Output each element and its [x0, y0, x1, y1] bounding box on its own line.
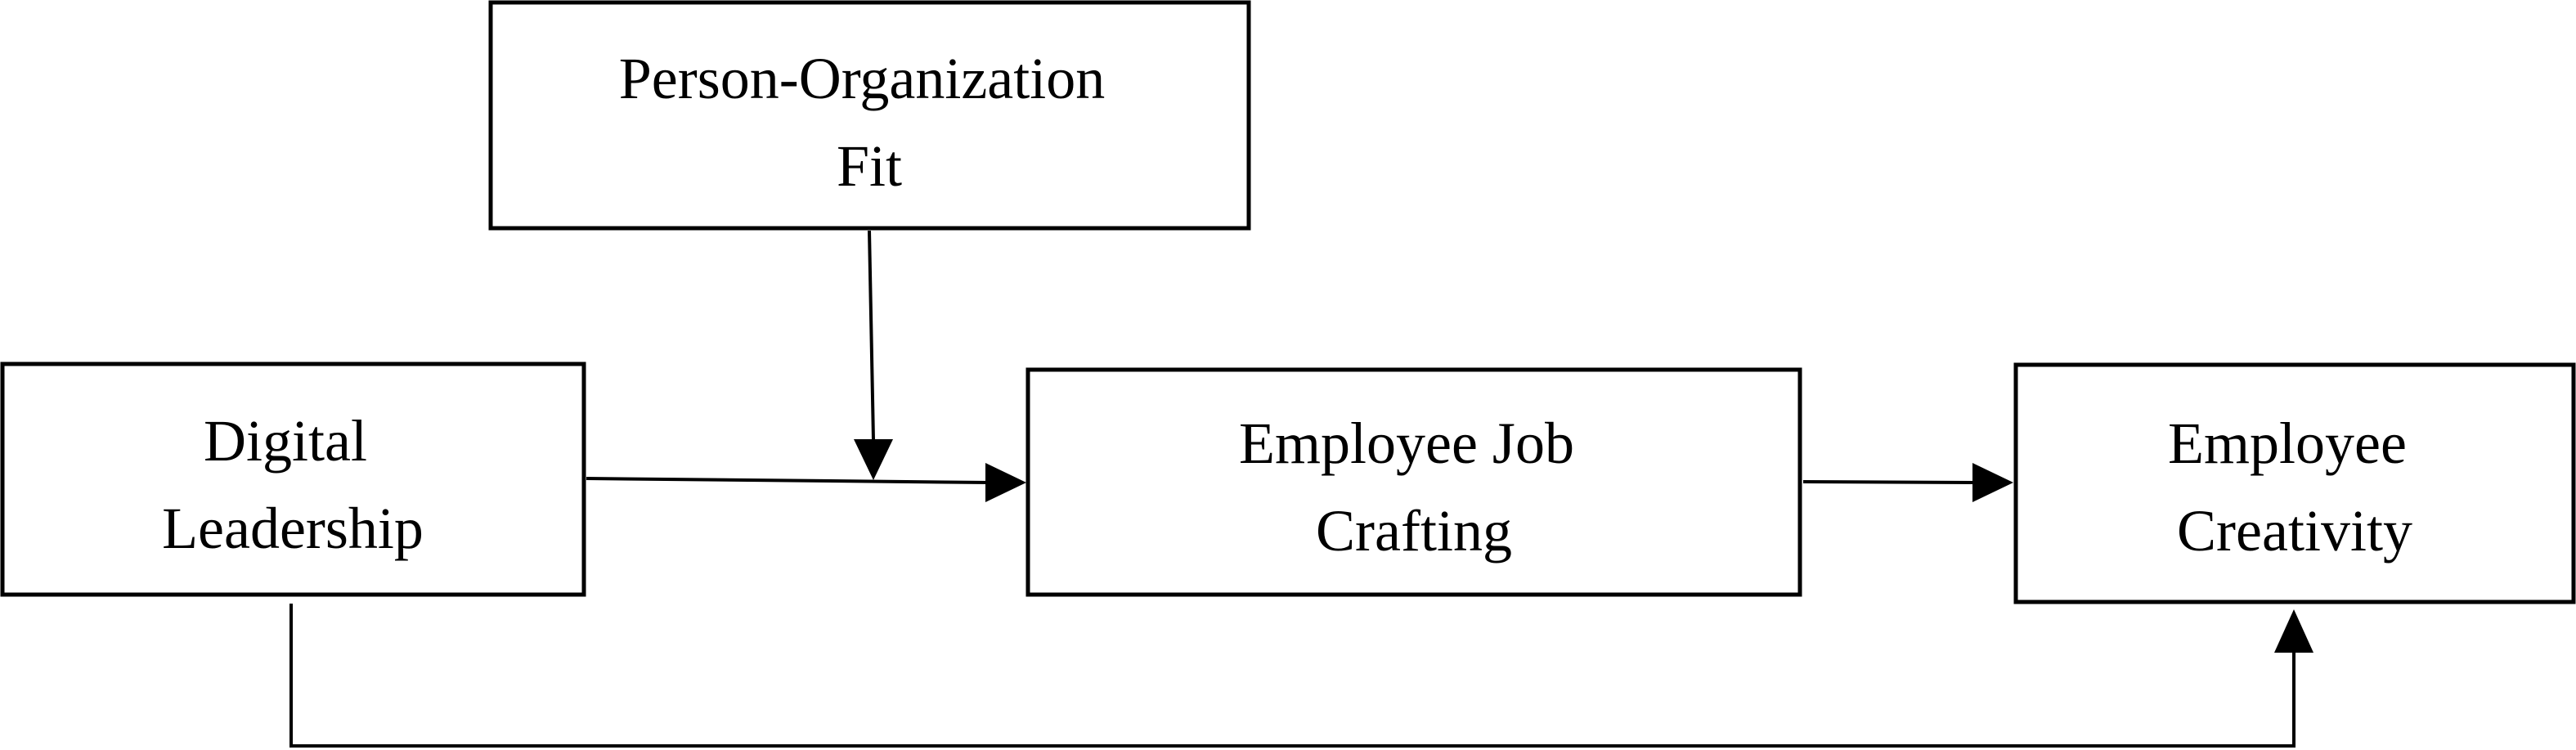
- box-digital-leadership: [0, 362, 586, 597]
- node-person-organization-fit: Person-Organization Fit: [488, 0, 1251, 231]
- label-employee-creativity: Employee Creativity: [2168, 411, 2421, 564]
- edge-leadership-to-job-crafting: [586, 477, 990, 484]
- label-person-organization-fit: Person-Organization Fit: [619, 46, 1120, 199]
- arrowhead-creativity-up: [2274, 609, 2313, 653]
- label-line: Person-Organization: [619, 46, 1106, 111]
- label-line: Creativity: [2177, 498, 2412, 564]
- box-employee-creativity: [2013, 362, 2576, 604]
- edges: [289, 230, 2313, 748]
- arrowhead-moderation-down: [854, 439, 893, 480]
- label-line: Digital: [204, 408, 367, 474]
- node-digital-leadership: Digital Leadership: [0, 362, 586, 597]
- arrowhead-job-crafting-left: [985, 463, 1026, 502]
- box-employee-job-crafting: [1025, 367, 1802, 597]
- label-line: Employee Job: [1239, 411, 1574, 476]
- label-line: Leadership: [162, 496, 424, 561]
- edge-fit-moderation: [868, 230, 875, 441]
- label-line: Employee: [2168, 411, 2407, 476]
- edge-job-crafting-to-creativity: [1802, 480, 1976, 484]
- label-line: Crafting: [1316, 498, 1512, 564]
- node-employee-job-crafting: Employee Job Crafting: [1025, 367, 1802, 597]
- node-employee-creativity: Employee Creativity: [2013, 362, 2576, 604]
- label-digital-leadership: Digital Leadership: [162, 408, 424, 561]
- box-person-organization-fit: [488, 0, 1251, 231]
- arrowhead-creativity-left: [1972, 463, 2013, 502]
- label-line: Fit: [837, 133, 902, 199]
- label-employee-job-crafting: Employee Job Crafting: [1239, 411, 1589, 564]
- edge-leadership-to-creativity: [289, 604, 2296, 748]
